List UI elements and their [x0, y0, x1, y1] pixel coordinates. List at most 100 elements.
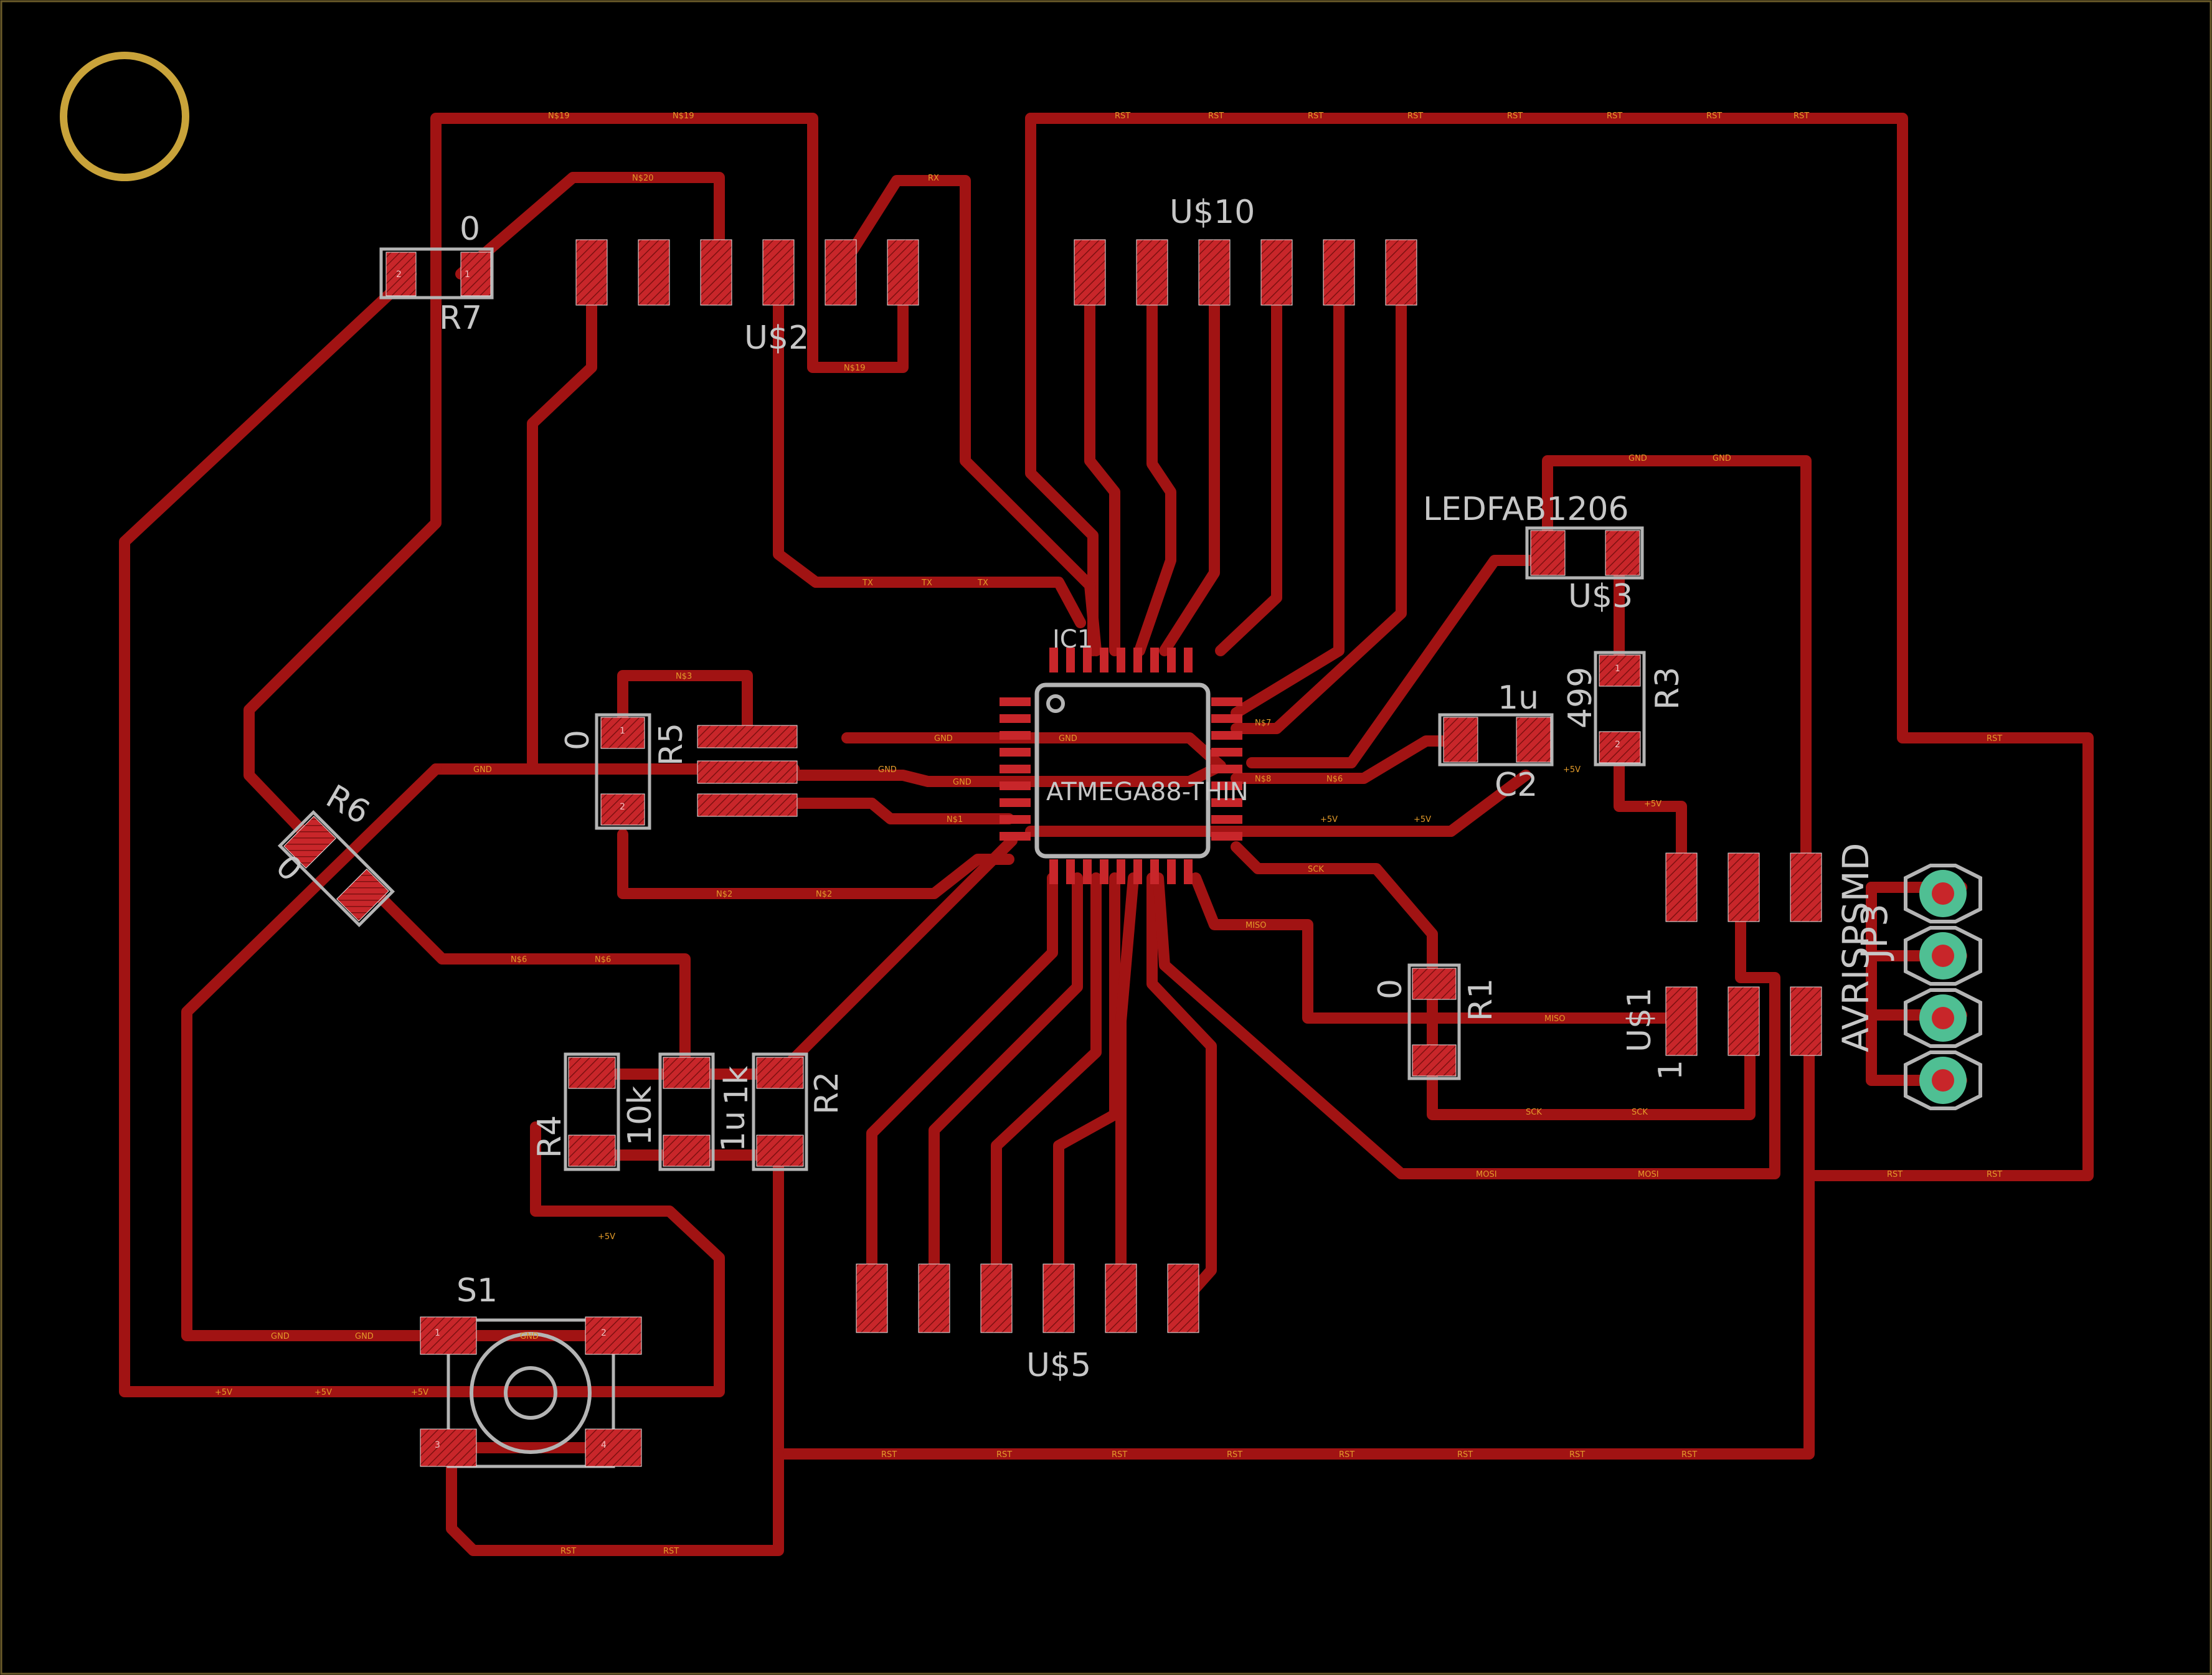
- traces: [119, 113, 2094, 1556]
- r6-resistor[interactable]: [277, 809, 395, 928]
- r5-pad-2: [600, 793, 645, 826]
- usd1-pad-1: [1665, 986, 1698, 1056]
- r4-resistor[interactable]: R4 10k: [531, 1052, 659, 1171]
- net-label: +5V: [1320, 815, 1338, 824]
- c1-capacitor[interactable]: 1u: [658, 1052, 752, 1171]
- usd2-pad-2: [638, 239, 670, 306]
- trace-rx: [832, 175, 1102, 656]
- ic1-name: IC1: [1052, 625, 1093, 654]
- usd10-pad-2: [1136, 239, 1168, 306]
- s1-pushbutton[interactable]: S1: [420, 1272, 642, 1468]
- net-label: RST: [881, 1450, 897, 1460]
- trace-n20: [455, 172, 725, 280]
- c2-capacitor[interactable]: 1u C2: [1438, 679, 1554, 804]
- trace-gnd-top: [1542, 455, 1812, 880]
- net-label: RST: [1339, 1450, 1354, 1460]
- ic1-value: ATMEGA88-THIN: [1046, 778, 1249, 806]
- usd5-pad-6: [1167, 1263, 1199, 1333]
- net-label: TX: [977, 578, 988, 588]
- r5-resistor[interactable]: 0 R5: [559, 713, 690, 830]
- trace-n1: [788, 798, 1014, 824]
- pad-number-label: 1: [465, 270, 470, 280]
- trace-n15: [991, 872, 1102, 1304]
- r7-resistor[interactable]: 0 R7: [379, 210, 494, 337]
- resonator-pad-3: [697, 793, 798, 817]
- s1-name: S1: [456, 1272, 498, 1309]
- r2-resistor[interactable]: 1k R2: [718, 1052, 846, 1171]
- net-label: GND: [1628, 454, 1647, 463]
- led-name: LEDFAB1206: [1423, 491, 1629, 528]
- r4-value: 10k: [622, 1086, 659, 1146]
- net-label: SCK: [1526, 1108, 1542, 1117]
- net-label: RST: [1706, 111, 1722, 121]
- usd10-header[interactable]: U$10: [1074, 194, 1417, 306]
- usd1-header[interactable]: U$1 1: [1621, 852, 1822, 1080]
- trace-n17: [1115, 872, 1139, 1304]
- net-label: GND: [934, 734, 953, 743]
- trace-mosi: [1153, 872, 1780, 1179]
- r4-pad-1: [568, 1057, 616, 1089]
- ic1-atmega[interactable]: IC1 ATMEGA88-THIN: [1000, 625, 1249, 884]
- s1-button-outer: [470, 1332, 592, 1454]
- r7-value: 0: [460, 210, 480, 248]
- c2-pad-1: [1443, 717, 1478, 763]
- usd10-pad-1: [1074, 239, 1106, 306]
- usd2-pad-6: [887, 239, 919, 306]
- usd10-pad-4: [1260, 239, 1293, 306]
- net-label: TX: [921, 578, 932, 588]
- usd1-pad-5: [1790, 986, 1822, 1056]
- net-label: +5V: [215, 1388, 232, 1397]
- net-label: +5V: [314, 1388, 332, 1397]
- net-label: RST: [1227, 1450, 1242, 1460]
- usd10-pad-5: [1323, 239, 1355, 306]
- trace-n13: [866, 872, 1058, 1304]
- r5-value: 0: [559, 730, 597, 750]
- led-component[interactable]: LEDFAB1206 U$3: [1423, 491, 1644, 615]
- net-label: N$2: [816, 890, 832, 899]
- c1-pad-1: [663, 1057, 711, 1089]
- r3-name: R3: [1649, 667, 1686, 710]
- usd2-header[interactable]: U$2: [575, 239, 919, 357]
- r3-resistor[interactable]: 499 R3: [1562, 651, 1686, 767]
- net-label: N$3: [676, 672, 692, 681]
- pad-number-label: 2: [620, 802, 625, 812]
- usd1-pad-2: [1665, 852, 1698, 922]
- pad-number-label: 4: [601, 1440, 607, 1450]
- net-labels: RST RST RST RST RST RST RST RST RST RST …: [215, 111, 2002, 1556]
- trace-rst-top: [1025, 113, 2094, 1181]
- avrisp-ref: JP3: [1853, 904, 1896, 961]
- net-label: SCK: [1308, 865, 1324, 874]
- s1-pad-2: [585, 1316, 642, 1355]
- trace-n19: [243, 113, 818, 852]
- resonator[interactable]: [697, 725, 798, 817]
- net-label: +5V: [1563, 765, 1581, 775]
- net-label: RST: [1208, 111, 1224, 121]
- net-label: RST: [1569, 1450, 1585, 1460]
- usd2-name: U$2: [744, 319, 809, 357]
- trace-tx: [773, 268, 1086, 628]
- net-label: RST: [560, 1547, 576, 1556]
- usd1-name: U$1: [1621, 988, 1658, 1052]
- s1-pad-4: [585, 1428, 642, 1467]
- usd5-header[interactable]: U$5: [856, 1263, 1199, 1384]
- trace-n6b: [1231, 735, 1463, 784]
- pad-number-labels: 1 2 1 2 1 2 1 2 3 4: [396, 270, 1620, 1450]
- pad-number-label: 1: [1615, 664, 1620, 674]
- net-label: N$20: [632, 174, 654, 183]
- avrisp-via-1: [1904, 864, 1982, 923]
- r1-resistor[interactable]: 0 R1: [1372, 963, 1500, 1080]
- r2-name: R2: [808, 1072, 846, 1115]
- net-label: RST: [1112, 1450, 1127, 1460]
- s1-pad-1: [420, 1316, 477, 1355]
- avrisp-connector[interactable]: AVRISPSMD JP3: [1835, 843, 1982, 1110]
- r1-name: R1: [1462, 978, 1500, 1021]
- usd10-name: U$10: [1170, 194, 1255, 231]
- r1-value: 0: [1372, 979, 1409, 999]
- r4-name: R4: [531, 1115, 569, 1158]
- net-label: RST: [1308, 111, 1323, 121]
- net-label: GND: [271, 1332, 290, 1341]
- net-label: N$6: [511, 955, 527, 965]
- net-label: GND: [355, 1332, 374, 1341]
- r5-name: R5: [653, 723, 690, 766]
- r1-pad-2: [1412, 1044, 1457, 1077]
